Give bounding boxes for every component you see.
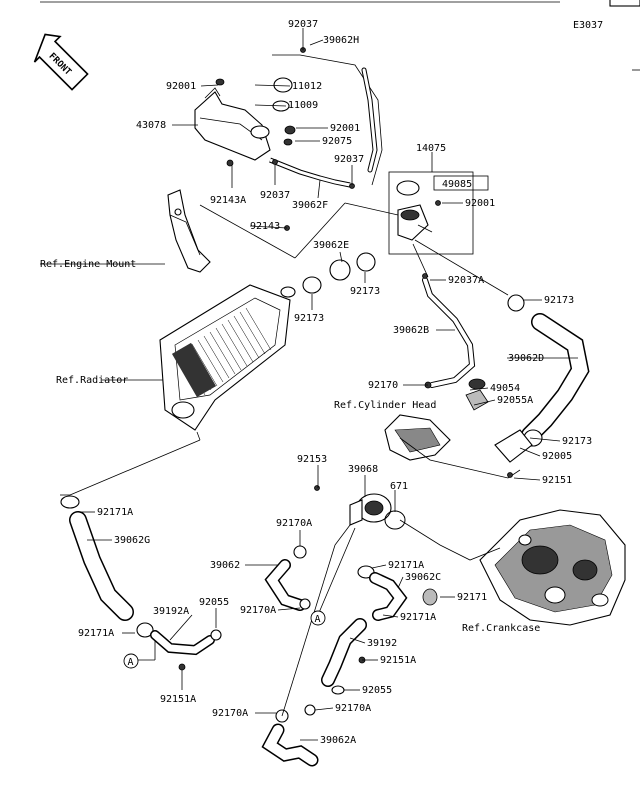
clamp-92171a-b <box>136 622 154 638</box>
label-11009: 11009 <box>288 100 318 111</box>
label-92170: 92170 <box>368 380 398 391</box>
thermostat-housing <box>494 429 533 463</box>
leader-lines <box>40 28 578 741</box>
label-39062b: 39062B <box>393 325 429 336</box>
label-92143: 92143 <box>250 221 280 232</box>
label-92001-b: 92001 <box>330 123 360 134</box>
label-92153: 92153 <box>297 454 327 465</box>
label-92001-c: 92001 <box>465 198 495 209</box>
clamp-92171a-a <box>60 495 80 509</box>
label-92001-a: 92001 <box>166 81 196 92</box>
label-39062h: 39062H <box>323 35 359 46</box>
label-14075: 14075 <box>416 143 446 154</box>
label-92171a-d: 92171A <box>400 612 436 623</box>
label-39062f: 39062F <box>292 200 328 211</box>
label-92037-mid: 92037 <box>334 154 364 165</box>
label-43078: 43078 <box>136 120 166 131</box>
clamp-92173-c <box>507 294 525 312</box>
label-92037-c: 92037 <box>260 190 290 201</box>
label-92151a-b: 92151A <box>160 694 196 705</box>
ref-engine-mount: Ref.Engine Mount <box>40 259 136 270</box>
label-39062c: 39062C <box>405 572 441 583</box>
label-92173-d: 92173 <box>562 436 592 447</box>
label-39062: 39062 <box>210 560 240 571</box>
reservoir-tank <box>194 77 296 161</box>
label-39062d: 39062D <box>508 353 544 364</box>
label-92173-b: 92173 <box>350 286 380 297</box>
label-92171a-b: 92171A <box>78 628 114 639</box>
clamp-92173-a <box>302 276 322 294</box>
label-92173-c: 92173 <box>544 295 574 306</box>
clamp-92173-b <box>356 252 376 272</box>
svg-text:A: A <box>128 657 134 668</box>
label-92171: 92171 <box>457 592 487 603</box>
label-92170a-d: 92170A <box>335 703 371 714</box>
ref-radiator: Ref.Radiator <box>56 375 128 386</box>
label-39192: 39192 <box>367 638 397 649</box>
clamp-92170a-d <box>304 704 316 716</box>
crankcase <box>479 509 626 626</box>
clamp-92171 <box>422 588 438 606</box>
callout-a-lower: A <box>123 653 139 669</box>
label-92173-a: 92173 <box>294 313 324 324</box>
ref-crankcase: Ref.Crankcase <box>462 623 540 634</box>
callout-a-upper: A <box>310 610 326 626</box>
label-92170a-c: 92170A <box>212 708 248 719</box>
label-92170a-b: 92170A <box>240 605 276 616</box>
label-49085: 49085 <box>442 179 472 190</box>
label-92171a-a: 92171A <box>97 507 133 518</box>
radiator <box>159 284 296 431</box>
front-arrow-icon: FRONT <box>33 33 89 91</box>
clamp-92170a-b <box>299 598 311 610</box>
label-39062a: 39062A <box>320 735 356 746</box>
label-92055-b: 92055 <box>362 685 392 696</box>
water-pump <box>334 493 406 546</box>
label-39068: 39068 <box>348 464 378 475</box>
ref-cylinder-head: Ref.Cylinder Head <box>334 400 436 411</box>
label-92055a: 92055A <box>497 395 533 406</box>
label-92055-a: 92055 <box>199 597 229 608</box>
o-ring-92055-b <box>331 685 345 695</box>
label-39192a: 39192A <box>153 606 189 617</box>
label-39062g: 39062G <box>114 535 150 546</box>
label-92075: 92075 <box>322 136 352 147</box>
label-39062e: 39062E <box>313 240 349 251</box>
label-92037-top: 92037 <box>288 19 318 30</box>
label-92170a-a: 92170A <box>276 518 312 529</box>
label-92037a: 92037A <box>448 275 484 286</box>
corner-box <box>609 0 640 7</box>
o-ring-92055-a <box>210 629 222 641</box>
label-92151: 92151 <box>542 475 572 486</box>
label-92171a-c: 92171A <box>388 560 424 571</box>
hose-39062e <box>329 259 351 281</box>
svg-text:A: A <box>315 614 321 625</box>
label-11012: 11012 <box>292 81 322 92</box>
thermostat-49054 <box>465 389 489 411</box>
filler-neck <box>388 171 489 255</box>
label-671: 671 <box>390 481 408 492</box>
label-92005: 92005 <box>542 451 572 462</box>
label-49054: 49054 <box>490 383 520 394</box>
label-92151a-a: 92151A <box>380 655 416 666</box>
engine-mount-bracket <box>167 189 211 273</box>
label-92143a: 92143A <box>210 195 246 206</box>
diagram-code: E3037 <box>573 20 603 31</box>
clamp-92170a-a <box>293 545 307 559</box>
